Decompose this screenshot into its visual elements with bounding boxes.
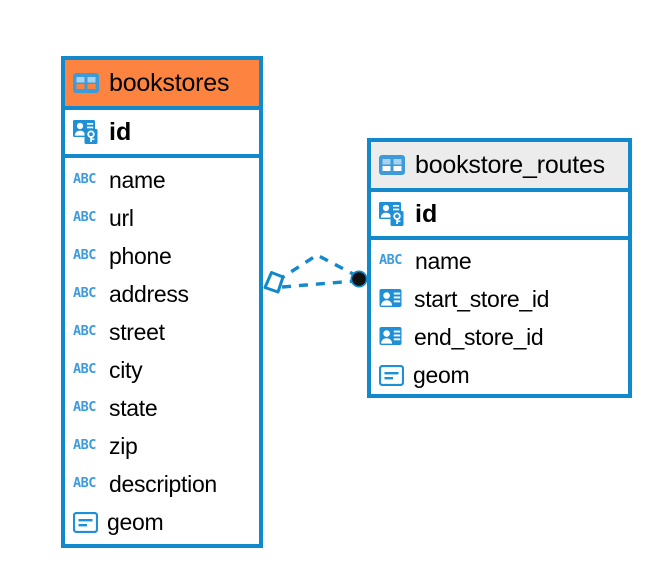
relationship-line-lower (281, 279, 356, 289)
geometry-column-icon (73, 511, 98, 533)
column-row-geom[interactable]: geom (65, 503, 259, 541)
column-row-zip[interactable]: ABC zip (65, 427, 259, 465)
relationship-connector[interactable] (255, 243, 375, 313)
column-row-url[interactable]: ABC url (65, 199, 259, 237)
relationship-source-diamond-marker (263, 271, 285, 294)
entity-bookstore-routes-columns: ABC name start_store_id (371, 240, 628, 394)
column-label-description: description (109, 470, 217, 497)
column-row-city[interactable]: ABC city (65, 351, 259, 389)
table-icon (73, 73, 99, 93)
column-label-id: id (415, 199, 438, 228)
column-label-url: url (109, 204, 134, 231)
entity-bookstores-columns: ABC name ABC url ABC phone ABC address A… (65, 158, 259, 541)
column-label-start-store-id: start_store_id (414, 285, 550, 312)
foreign-key-icon (379, 289, 402, 307)
column-row-street[interactable]: ABC street (65, 313, 259, 351)
text-column-icon: ABC (73, 399, 96, 416)
text-column-icon: ABC (73, 209, 96, 226)
column-label-geom: geom (413, 361, 470, 388)
column-label-name: name (109, 166, 166, 193)
entity-bookstores-header[interactable]: bookstores (65, 60, 259, 110)
column-label-address: address (109, 280, 189, 307)
column-label-street: street (109, 318, 165, 345)
column-label-city: city (109, 356, 143, 383)
column-label-id: id (109, 117, 132, 146)
text-column-icon: ABC (73, 437, 96, 454)
text-column-icon: ABC (379, 252, 402, 269)
column-label-phone: phone (109, 242, 172, 269)
column-row-description[interactable]: ABC description (65, 465, 259, 503)
column-label-zip: zip (109, 432, 138, 459)
column-label-geom: geom (107, 508, 164, 535)
relationship-target-circle-marker (352, 272, 366, 286)
column-row-id[interactable]: id (371, 192, 628, 240)
geometry-column-icon (379, 364, 404, 386)
column-label-state: state (109, 394, 158, 421)
column-row-start-store-id[interactable]: start_store_id (371, 280, 628, 318)
entity-bookstores-title: bookstores (109, 68, 230, 97)
table-icon (379, 155, 405, 175)
primary-key-icon (73, 120, 98, 144)
foreign-key-icon (379, 327, 402, 345)
text-column-icon: ABC (73, 285, 96, 302)
relationship-line-upper (276, 253, 358, 283)
text-column-icon: ABC (73, 247, 96, 264)
text-column-icon: ABC (73, 361, 96, 378)
column-row-address[interactable]: ABC address (65, 275, 259, 313)
entity-bookstore-routes[interactable]: bookstore_routes id ABC name (367, 138, 632, 398)
text-column-icon: ABC (73, 323, 96, 340)
column-row-phone[interactable]: ABC phone (65, 237, 259, 275)
column-row-name[interactable]: ABC name (65, 161, 259, 199)
text-column-icon: ABC (73, 475, 96, 492)
primary-key-icon (379, 202, 404, 226)
column-row-state[interactable]: ABC state (65, 389, 259, 427)
entity-bookstores[interactable]: bookstores id ABC name (61, 56, 263, 548)
entity-bookstore-routes-header[interactable]: bookstore_routes (371, 142, 628, 192)
column-row-geom[interactable]: geom (371, 356, 628, 394)
entity-bookstore-routes-title: bookstore_routes (415, 150, 605, 179)
column-label-end-store-id: end_store_id (414, 323, 544, 350)
column-row-end-store-id[interactable]: end_store_id (371, 318, 628, 356)
text-column-icon: ABC (73, 171, 96, 188)
column-row-id[interactable]: id (65, 110, 259, 158)
column-label-name: name (415, 247, 472, 274)
column-row-name[interactable]: ABC name (371, 242, 628, 280)
